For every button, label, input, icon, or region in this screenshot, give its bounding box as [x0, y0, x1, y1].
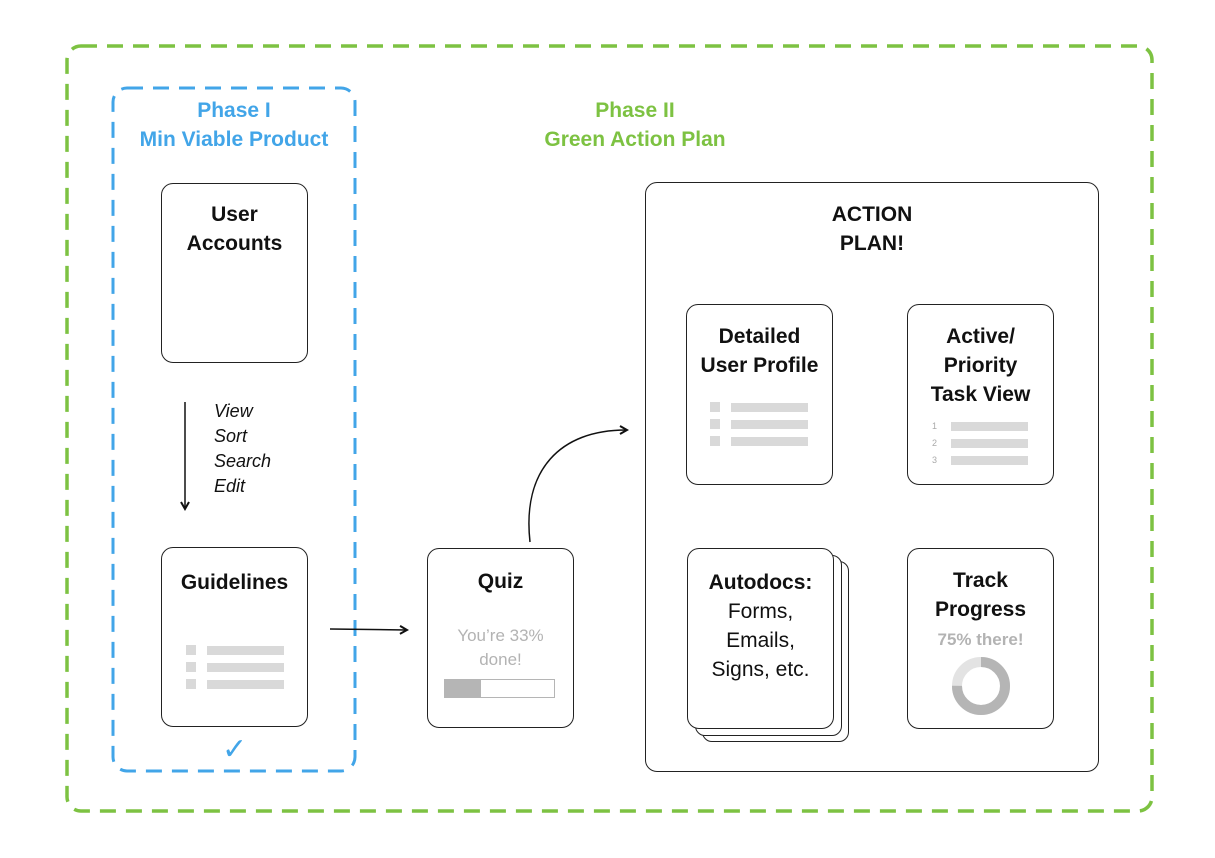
phase1-frame: [111, 86, 357, 773]
autodocs-line-emails: Emails,: [726, 629, 795, 652]
detailed-user-profile-title: Detailed User Profile: [687, 322, 832, 380]
user-accounts-card[interactable]: User Accounts: [161, 183, 308, 363]
donut-fill: [952, 657, 1010, 715]
priority-task-view-title-line2: Priority: [943, 354, 1018, 377]
autodocs-card[interactable]: Autodocs: Forms, Emails, Signs, etc.: [687, 548, 834, 729]
guidelines-card[interactable]: Guidelines: [161, 547, 308, 727]
track-progress-title: Track Progress: [908, 566, 1053, 624]
list-line: [951, 422, 1028, 431]
track-progress-card[interactable]: Track Progress 75% there!: [907, 548, 1054, 729]
list-bullet-icon: [710, 436, 720, 446]
phase1-title-line1: Phase I: [197, 99, 271, 122]
quiz-status: You’re 33% done!: [428, 624, 573, 672]
quiz-card[interactable]: Quiz You’re 33% done!: [427, 548, 574, 728]
autodocs-text: Autodocs: Forms, Emails, Signs, etc.: [688, 568, 833, 684]
autodocs-line-signs: Signs, etc.: [711, 658, 810, 681]
quiz-title: Quiz: [477, 570, 524, 593]
arrow-guidelines-to-quiz: [329, 629, 406, 630]
track-progress-status: 75% there!: [937, 630, 1024, 649]
list-line: [207, 680, 284, 689]
action-search: Search: [214, 451, 272, 471]
phase2-title-line2: Green Action Plan: [544, 128, 726, 151]
track-progress-title-line2: Progress: [934, 598, 1027, 621]
list-bullet-icon: [710, 402, 720, 412]
quiz-status-line2: done!: [479, 650, 522, 669]
list-number: 2: [932, 438, 938, 448]
list-line: [731, 437, 808, 446]
list-line: [731, 420, 808, 429]
quiz-progress-bar: [444, 679, 555, 698]
phase2-frame: [65, 44, 1154, 813]
user-accounts-title-line2: Accounts: [186, 232, 283, 255]
list-number: 3: [932, 455, 938, 465]
list-line: [951, 456, 1028, 465]
account-actions-list: View Sort Search Edit: [214, 399, 271, 499]
autodocs-line-forms: Forms,: [727, 600, 794, 623]
quiz-status-line1: You’re 33%: [457, 626, 544, 645]
list-bullet-icon: [186, 662, 196, 672]
list-line: [951, 439, 1028, 448]
list-line: [207, 663, 284, 672]
action-plan-title-line1: ACTION: [831, 203, 913, 226]
user-accounts-title: User Accounts: [162, 200, 307, 258]
track-progress-title-line1: Track: [953, 569, 1008, 592]
list-bullet-icon: [710, 419, 720, 429]
phase2-title-line1: Phase II: [595, 99, 675, 122]
guidelines-title: Guidelines: [180, 571, 289, 594]
phase1-title-line2: Min Viable Product: [139, 128, 329, 151]
priority-task-view-card[interactable]: Active/ Priority Task View 1 2 3: [907, 304, 1054, 485]
priority-task-view-title-line3: Task View: [930, 383, 1031, 406]
check-icon: ✓: [222, 732, 248, 767]
priority-task-view-title: Active/ Priority Task View: [908, 322, 1053, 409]
list-number: 1: [932, 421, 938, 431]
action-plan-title: ACTION PLAN!: [646, 200, 1098, 258]
list-bullet-icon: [186, 645, 196, 655]
quiz-progress-fill: [445, 680, 481, 697]
action-edit: Edit: [214, 476, 246, 496]
detailed-user-profile-title-line1: Detailed: [718, 325, 801, 348]
user-accounts-title-line1: User: [211, 203, 258, 226]
action-view: View: [214, 401, 253, 421]
list-bullet-icon: [186, 679, 196, 689]
detailed-user-profile-card[interactable]: Detailed User Profile: [686, 304, 833, 485]
priority-task-view-title-line1: Active/: [946, 325, 1015, 348]
phase1-title: Phase I Min Viable Product: [113, 96, 355, 154]
action-sort: Sort: [214, 426, 248, 446]
list-line: [731, 403, 808, 412]
detailed-user-profile-title-line2: User Profile: [700, 354, 819, 377]
action-plan-title-line2: PLAN!: [839, 232, 905, 255]
arrow-quiz-to-action-plan: [528, 430, 626, 543]
progress-donut-icon: [952, 657, 1010, 715]
list-line: [207, 646, 284, 655]
autodocs-title: Autodocs:: [708, 571, 813, 594]
phase2-title: Phase II Green Action Plan: [500, 96, 770, 154]
